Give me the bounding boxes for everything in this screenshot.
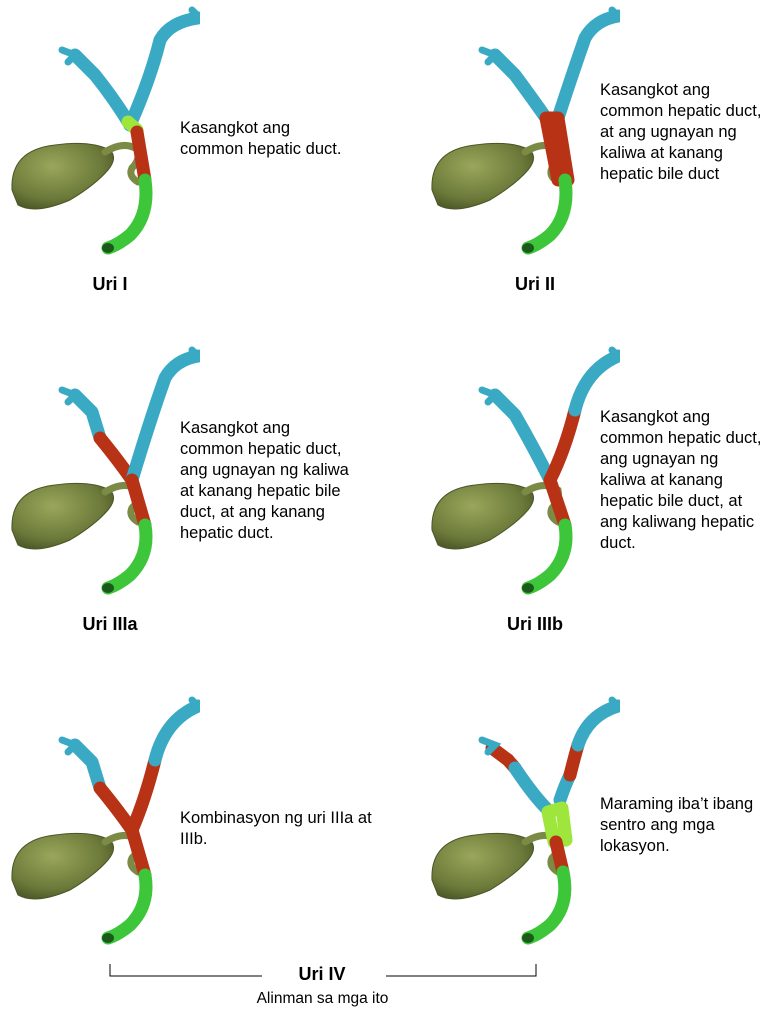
bile-duct-illustration bbox=[431, 346, 620, 595]
description: Kasangkot ang common hepatic duct, ang u… bbox=[180, 419, 349, 542]
description: Maraming iba’t ibang sentro ang mga loka… bbox=[600, 795, 754, 855]
group-label: Uri IV bbox=[298, 964, 346, 984]
panel-type-3a: Kasangkot ang common hepatic duct, ang u… bbox=[0, 340, 389, 670]
right-duct-fork bbox=[608, 6, 620, 21]
left-duct-fork bbox=[478, 386, 502, 406]
type-label: Uri II bbox=[514, 274, 555, 294]
bile-duct-illustration bbox=[11, 6, 200, 255]
panel-type-1: Kasangkot ang common hepatic duct. Uri I bbox=[0, 0, 389, 330]
group-subtitle: Alinman sa mga ito bbox=[256, 990, 389, 1007]
duct-opening bbox=[102, 583, 114, 593]
duct-opening bbox=[522, 933, 534, 943]
gallbladder bbox=[431, 142, 534, 210]
gallbladder bbox=[431, 832, 534, 900]
bile-duct-illustration bbox=[431, 696, 620, 945]
right-duct-fork bbox=[188, 346, 200, 361]
left-duct-fork bbox=[58, 736, 82, 756]
description: Kasangkot ang common hepatic duct, ang u… bbox=[600, 408, 762, 552]
duct-opening bbox=[522, 243, 534, 253]
duct-opening bbox=[102, 933, 114, 943]
type-label: Uri IIIb bbox=[506, 614, 563, 634]
description: Kombinasyon ng uri IIIa at IIIb. bbox=[180, 809, 372, 848]
duct-opening bbox=[102, 243, 114, 253]
right-duct-fork bbox=[608, 696, 620, 711]
description: Kasangkot ang common hepatic duct, at an… bbox=[600, 81, 762, 183]
right-duct-fork bbox=[188, 696, 200, 711]
bile-duct-illustration bbox=[431, 6, 620, 255]
left-duct-fork bbox=[478, 736, 502, 756]
bile-duct-illustration bbox=[11, 696, 200, 945]
left-duct-fork bbox=[478, 46, 502, 66]
left-duct-fork bbox=[58, 386, 82, 406]
panel-type-3b: Kasangkot ang common hepatic duct, ang u… bbox=[420, 340, 779, 670]
type-label: Uri IIIa bbox=[82, 614, 138, 634]
gallbladder bbox=[11, 832, 114, 900]
gallbladder bbox=[431, 482, 534, 550]
bile-duct-illustration bbox=[11, 346, 200, 595]
panel-type-4-combination: Kombinasyon ng uri IIIa at IIIb. bbox=[0, 690, 389, 1020]
type-label: Uri I bbox=[92, 274, 128, 294]
left-duct-fork bbox=[58, 46, 82, 66]
panel-type-2: Kasangkot ang common hepatic duct, at an… bbox=[420, 0, 779, 330]
duct-opening bbox=[522, 583, 534, 593]
right-duct-fork bbox=[608, 346, 620, 361]
gallbladder bbox=[11, 142, 114, 210]
right-duct-fork bbox=[188, 6, 200, 21]
gallbladder bbox=[11, 482, 114, 550]
description: Kasangkot ang common hepatic duct. bbox=[180, 119, 342, 158]
panel-type-4-multicentric: Maraming iba’t ibang sentro ang mga loka… bbox=[420, 690, 779, 1020]
